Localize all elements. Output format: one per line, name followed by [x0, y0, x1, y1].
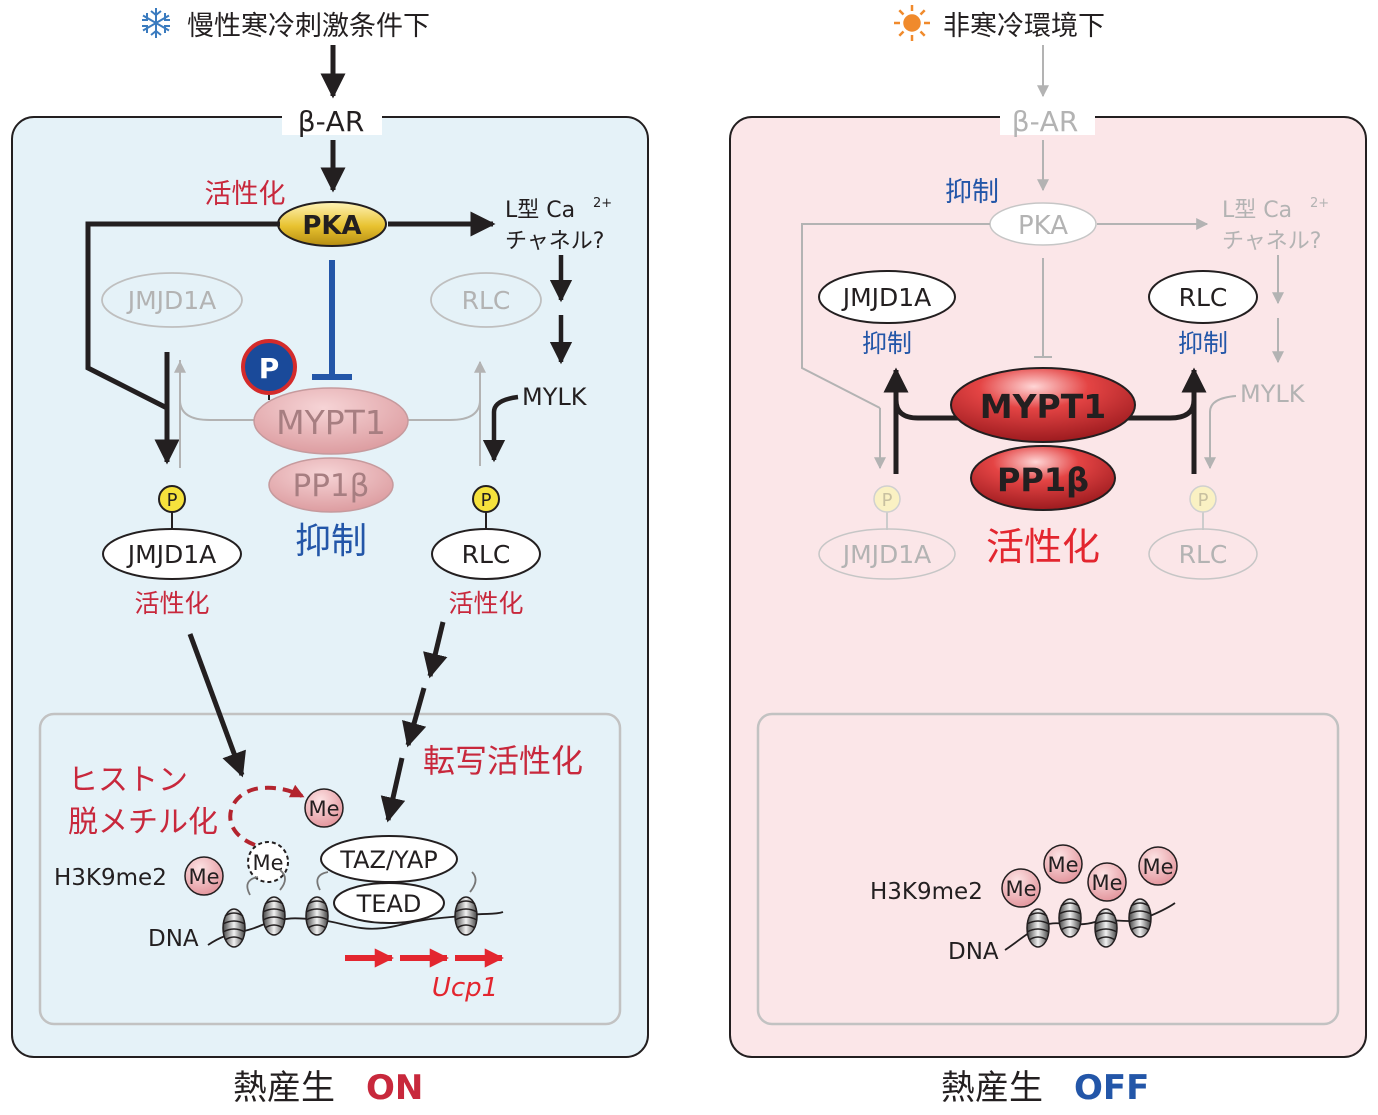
svg-text:P: P	[1198, 490, 1209, 511]
left-jmjd1a-active: JMJD1A	[102, 528, 242, 580]
left-thermogenesis-label: 熱産生 ON	[233, 1068, 423, 1108]
right-rlc-top-status: 抑制	[1178, 329, 1228, 358]
right-me-mark-4: Me	[1138, 846, 1178, 886]
left-complex-status: 抑制	[295, 521, 367, 562]
left-h3k9-label: H3K9me2	[54, 865, 167, 891]
svg-text:2+: 2+	[593, 196, 612, 211]
right-complex-status: 活性化	[986, 525, 1100, 569]
svg-text:ON: ON	[366, 1068, 423, 1108]
left-mylk: MYLK	[522, 383, 588, 411]
left-me-mark: Me	[184, 856, 224, 896]
left-taz-yap: TAZ/YAP	[320, 835, 458, 883]
right-jmjd1a-top-status: 抑制	[862, 329, 912, 358]
right-ca-channel: L型 Ca 2+ チャネル?	[1222, 196, 1329, 254]
left-mypt1-phospho-badge: P	[241, 339, 297, 400]
right-mypt1-pp1b-complex: PP1β MYPT1	[950, 367, 1136, 511]
svg-text:JMJD1A: JMJD1A	[841, 283, 932, 312]
snowflake-icon	[142, 8, 170, 38]
left-jmjd1a-phospho: P	[158, 485, 186, 530]
svg-text:脱メチル化: 脱メチル化	[68, 805, 218, 840]
svg-text:PKA: PKA	[1018, 211, 1068, 241]
svg-text:MYPT1: MYPT1	[980, 387, 1106, 426]
svg-text:RLC: RLC	[462, 540, 511, 569]
svg-text:チャネル?: チャネル?	[505, 229, 604, 254]
left-tead: TEAD	[333, 882, 445, 924]
left-beta-ar: β-AR	[298, 105, 365, 138]
svg-text:Me: Me	[308, 797, 339, 821]
right-jmjd1a-phospho: P	[873, 485, 901, 530]
right-me-mark-2: Me	[1043, 844, 1083, 884]
right-h3k9-label: H3K9me2	[870, 879, 983, 905]
svg-text:P: P	[882, 490, 893, 511]
right-condition-title: 非寒冷環境下	[943, 11, 1105, 42]
svg-text:熱産生: 熱産生	[941, 1068, 1043, 1108]
svg-text:チャネル?: チャネル?	[1222, 229, 1321, 254]
right-mylk: MYLK	[1240, 380, 1306, 408]
left-ucp1-label: Ucp1	[432, 973, 498, 1003]
left-condition-title: 慢性寒冷刺激条件下	[187, 11, 430, 42]
svg-text:Me: Me	[1091, 871, 1122, 895]
left-mypt1-pp1b-complex: PP1β MYPT1	[253, 387, 409, 513]
right-beta-ar: β-AR	[1012, 105, 1079, 138]
svg-text:Me: Me	[1142, 855, 1173, 879]
right-jmjd1a-inactive: JMJD1A	[818, 528, 956, 580]
svg-text:JMJD1A: JMJD1A	[841, 540, 932, 569]
left-pka-node: PKA	[277, 201, 387, 247]
svg-text:Me: Me	[188, 865, 219, 889]
right-rlc-top: RLC	[1148, 270, 1258, 324]
svg-text:PP1β: PP1β	[997, 461, 1089, 499]
right-me-mark-3: Me	[1087, 862, 1127, 902]
right-me-mark-1: Me	[1001, 868, 1041, 908]
left-jmjd1a-inactive: JMJD1A	[101, 272, 243, 328]
left-panel: 慢性寒冷刺激条件下 β-AR 活性化 PKA L型 Ca 2+ チャネル? MY…	[11, 8, 649, 1108]
svg-text:RLC: RLC	[1179, 540, 1228, 569]
svg-text:RLC: RLC	[462, 286, 511, 315]
svg-text:ヒストン: ヒストン	[68, 763, 188, 798]
left-histone-label: ヒストン 脱メチル化	[68, 763, 218, 840]
svg-text:Me: Me	[1047, 853, 1078, 877]
svg-text:P: P	[259, 352, 280, 385]
svg-text:RLC: RLC	[1179, 283, 1228, 312]
svg-text:TEAD: TEAD	[356, 890, 422, 918]
svg-text:L型 Ca: L型 Ca	[505, 198, 575, 223]
left-me-dashed: Me	[247, 841, 289, 883]
svg-text:MYPT1: MYPT1	[276, 403, 386, 442]
right-thermogenesis-label: 熱産生 OFF	[941, 1068, 1149, 1108]
left-me-removed: Me	[304, 788, 344, 828]
svg-text:PKA: PKA	[302, 211, 361, 241]
svg-text:Me: Me	[1005, 877, 1036, 901]
svg-text:TAZ/YAP: TAZ/YAP	[339, 846, 437, 874]
sun-icon	[894, 5, 930, 41]
svg-text:2+: 2+	[1310, 196, 1329, 211]
right-pka-node: PKA	[989, 202, 1097, 246]
svg-text:OFF: OFF	[1074, 1068, 1149, 1108]
left-rlc-phospho: P	[472, 485, 500, 530]
right-jmjd1a-top: JMJD1A	[818, 270, 956, 324]
right-dna-label: DNA	[948, 939, 999, 965]
svg-text:L型 Ca: L型 Ca	[1222, 198, 1292, 223]
left-transcription-label: 転写活性化	[423, 742, 583, 780]
left-pka-status: 活性化	[205, 179, 286, 210]
left-rlc-status: 活性化	[448, 589, 523, 618]
svg-text:熱産生: 熱産生	[233, 1068, 335, 1108]
left-rlc-active: RLC	[431, 528, 541, 580]
svg-text:PP1β: PP1β	[293, 468, 370, 504]
svg-text:P: P	[481, 490, 492, 511]
right-rlc-inactive: RLC	[1148, 528, 1258, 580]
svg-text:JMJD1A: JMJD1A	[126, 540, 217, 569]
left-nucleosomes	[222, 896, 478, 948]
left-rlc-inactive: RLC	[430, 272, 542, 328]
left-dna-label: DNA	[148, 926, 199, 952]
svg-text:Me: Me	[252, 851, 283, 875]
svg-text:JMJD1A: JMJD1A	[126, 286, 217, 315]
right-pka-status: 抑制	[945, 177, 999, 208]
left-jmjd1a-status: 活性化	[134, 589, 209, 618]
right-nucleosomes	[1026, 898, 1152, 948]
left-ca-channel: L型 Ca 2+ チャネル?	[505, 196, 612, 254]
right-rlc-phospho: P	[1189, 485, 1217, 530]
svg-text:P: P	[167, 490, 178, 511]
right-panel: 非寒冷環境下 β-AR 抑制 PKA L型 Ca 2+ チャネル? MYLK J…	[729, 5, 1367, 1108]
